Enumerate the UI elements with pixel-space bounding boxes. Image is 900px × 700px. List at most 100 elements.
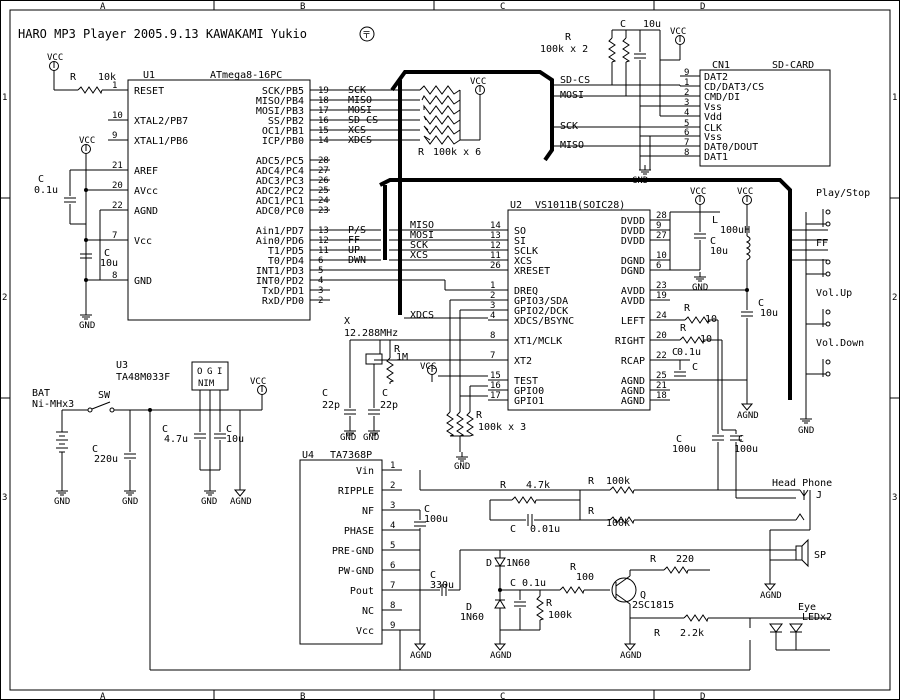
grid-col-c: C bbox=[500, 2, 505, 12]
r-left-ref: R bbox=[684, 303, 691, 314]
cn1-pin-num: 2 bbox=[684, 88, 689, 98]
u3-pin-marks: NIM bbox=[198, 379, 215, 389]
diode2-value: 1N60 bbox=[460, 612, 484, 623]
u1-pin-name: ADC3/PC3 bbox=[256, 176, 304, 187]
r-reset-ref: R bbox=[70, 72, 77, 83]
u1-pin-name: GND bbox=[134, 276, 152, 287]
u2-net-label: MISO bbox=[410, 220, 434, 231]
u4-pin-name: PRE-GND bbox=[332, 546, 374, 557]
r-coll-value: 220 bbox=[676, 554, 694, 565]
u2-pin-name: GPIO3/SDA bbox=[514, 296, 568, 307]
u4-pin-name: PW-GND bbox=[338, 566, 374, 577]
u2-pin-num: 8 bbox=[490, 331, 495, 341]
r-sd-ref: R bbox=[565, 32, 572, 43]
headphone-label: Head Phone bbox=[772, 478, 832, 489]
svg-text:VCC: VCC bbox=[250, 377, 266, 387]
u1-pin-num: 11 bbox=[318, 246, 329, 256]
headphone-jack-ref: J bbox=[816, 490, 822, 501]
u2-pin-name: XT2 bbox=[514, 356, 532, 367]
u2-power: VCC C 10u GND VCC L 100uH C 10u AGND bbox=[669, 187, 778, 421]
u4-pin-name: NC bbox=[362, 606, 374, 617]
u1-pin-num: 12 bbox=[318, 236, 329, 246]
net-mosi-sd: MOSI bbox=[560, 90, 584, 101]
svg-text:AGND: AGND bbox=[410, 651, 432, 661]
u4-pin-name: NF bbox=[362, 506, 374, 517]
grid-col-a: A bbox=[100, 2, 106, 12]
svg-text:AGND: AGND bbox=[737, 411, 759, 421]
battery: BAT Ni-MHx3 GND SW GND C 220u bbox=[32, 388, 200, 670]
u1-pin-num: 8 bbox=[112, 271, 117, 281]
button-label: FF bbox=[816, 238, 828, 249]
u1-pin-num: 16 bbox=[318, 116, 329, 126]
svg-text:AGND: AGND bbox=[620, 651, 642, 661]
u2-pin-name: XT1/MCLK bbox=[514, 336, 562, 347]
u1-pin-num: 15 bbox=[318, 126, 329, 136]
grid-row-1-right: 1 bbox=[892, 93, 897, 103]
c-rcap-value: 0.1u bbox=[677, 347, 701, 358]
u1-pin-num: 20 bbox=[112, 181, 123, 191]
svg-text:GND: GND bbox=[79, 321, 95, 331]
u2-pin-name: TEST bbox=[514, 376, 538, 387]
u2-pin-num: 1 bbox=[490, 281, 495, 291]
u1-pin-num: 13 bbox=[318, 226, 329, 236]
net-miso-sd: MISO bbox=[560, 140, 584, 151]
u2-pin-num: 15 bbox=[490, 371, 501, 381]
diode1-ref: D bbox=[486, 558, 492, 569]
u2-pin-num: 16 bbox=[490, 381, 501, 391]
c-pout-value: 330u bbox=[430, 580, 454, 591]
u2-net-label: MOSI bbox=[410, 230, 434, 241]
u4-pin-num: 4 bbox=[390, 521, 395, 531]
u4-pin-num: 1 bbox=[390, 461, 395, 471]
u2-pin-name: DGND bbox=[621, 256, 645, 267]
svg-text:VCC: VCC bbox=[79, 136, 95, 146]
u1-pin-name: Vcc bbox=[134, 236, 152, 247]
u1-spi-wires bbox=[330, 89, 396, 261]
c-reg-in-ref: C bbox=[162, 424, 168, 435]
r-right-ref: R bbox=[680, 323, 687, 334]
grid-col-d: D bbox=[700, 2, 705, 12]
u4-ref: U4 bbox=[302, 450, 314, 461]
u2-pin-num: 25 bbox=[656, 371, 667, 381]
u1-pin-name: AREF bbox=[134, 166, 158, 177]
grid-col-c-bottom: C bbox=[500, 692, 505, 700]
u2-pin-name: AGND bbox=[621, 396, 645, 407]
c-x2-value: 22p bbox=[380, 400, 398, 411]
svg-text:VCC: VCC bbox=[470, 77, 486, 87]
u1-pin-name: Ain1/PD7 bbox=[256, 226, 304, 237]
r-led-ref: R bbox=[654, 628, 661, 639]
led-label: Eye bbox=[798, 602, 816, 613]
headphone-jack: Head Phone J AGND bbox=[760, 478, 832, 601]
u1-pin-name: MOSI/PB3 bbox=[256, 106, 304, 117]
u1-pin-num: 28 bbox=[318, 156, 329, 166]
u2-pin-name: SI bbox=[514, 236, 526, 247]
u1-pin-num: 19 bbox=[318, 86, 329, 96]
c-bat-ref: C bbox=[92, 444, 98, 455]
button-label: Vol.Down bbox=[816, 338, 864, 349]
u2-pin-num: 12 bbox=[490, 241, 501, 251]
xtal-value: 12.288MHz bbox=[344, 328, 398, 339]
grid-row-2: 2 bbox=[2, 293, 7, 303]
speaker: SP bbox=[770, 538, 826, 568]
u3-part: TA48M033F bbox=[116, 372, 170, 383]
r-gpio-ref: R bbox=[476, 410, 483, 421]
r-hp2-value: 100k bbox=[606, 518, 630, 529]
c-out1-value: 100u bbox=[672, 444, 696, 455]
grid-col-b-bottom: B bbox=[300, 692, 305, 700]
u1-pin-name: ADC5/PC5 bbox=[256, 156, 304, 167]
svg-text:VCC: VCC bbox=[737, 187, 753, 197]
cn1-pin-name: CD/DAT3/CS bbox=[704, 82, 764, 93]
r-right-value: 10 bbox=[700, 334, 712, 345]
u2-pin-num: 2 bbox=[490, 291, 495, 301]
svg-text:〒: 〒 bbox=[362, 31, 371, 41]
c-det-value: 0.1u bbox=[522, 578, 546, 589]
u2-pin-name: LEFT bbox=[621, 316, 645, 327]
u1-pin-num: 24 bbox=[318, 196, 329, 206]
u4-pin-name: PHASE bbox=[344, 526, 374, 537]
sd-wires: SD-CS MOSI SCK MISO R 100k x 2 C 10u VCC bbox=[540, 19, 686, 186]
cn1-pin-name: Vss bbox=[704, 102, 722, 113]
u2-pin-name: SCLK bbox=[514, 246, 538, 257]
cn1-pin-name: DAT2 bbox=[704, 72, 728, 83]
